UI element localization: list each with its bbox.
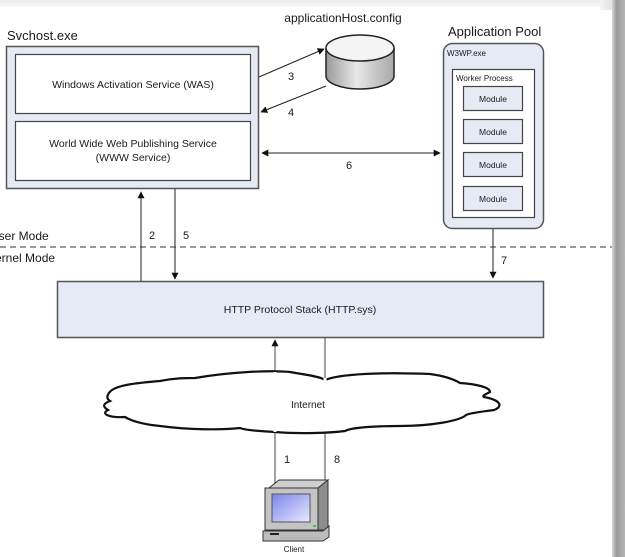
arrow-3 [258,48,325,78]
step-5-label: 5 [183,230,189,242]
was-box [14,53,252,115]
page-top-band [0,0,625,7]
client-computer-icon [262,478,330,542]
http-stack-label: HTTP Protocol Stack (HTTP.sys) [224,304,376,316]
module-box [462,85,524,112]
module-label: Module [479,194,507,204]
internet-label: Internet [291,400,325,411]
module-label: Module [479,127,507,137]
step-1-label: 1 [284,454,290,466]
www-label-line2: (WWW Service) [96,152,171,164]
step-3-label: 3 [288,71,294,83]
http-stack-box [56,280,545,339]
arrow-4 [260,85,327,113]
config-title: applicationHost.config [284,11,401,25]
app-pool-title: Application Pool [448,24,541,39]
svchost-group: Svchost.exe Windows Activation Service (… [5,28,260,190]
svchost-title: Svchost.exe [7,28,78,43]
cloud-icon [103,370,501,435]
client-label: Client [284,545,305,554]
user-mode-label: User Mode [0,229,49,243]
module-label: Module [479,160,507,170]
step-7-label: 7 [501,255,507,267]
module-box [462,118,524,145]
step-8-label: 8 [334,454,340,466]
kernel-mode-label: Kernel Mode [0,251,55,265]
www-label-line1: World Wide Web Publishing Service [49,138,217,150]
step-4-label: 4 [288,107,294,119]
module-box [462,185,524,212]
module-box [462,151,524,178]
www-service-box [14,120,252,182]
was-label: Windows Activation Service (WAS) [52,79,214,91]
config-store-group: applicationHost.config [284,11,402,90]
iis-architecture-diagram: Svchost.exe Windows Activation Service (… [0,11,612,554]
step-2-label: 2 [149,230,155,242]
w3wp-label: W3WP.exe [447,49,487,58]
page-right-shadow [612,0,625,557]
module-label: Module [479,94,507,104]
worker-process-label: Worker Process [456,74,513,83]
internet-cloud: Internet [103,370,501,435]
database-icon [325,34,395,90]
step-6-label: 6 [346,160,352,172]
app-pool-group: Application Pool W3WP.exe Worker Process… [442,24,545,230]
